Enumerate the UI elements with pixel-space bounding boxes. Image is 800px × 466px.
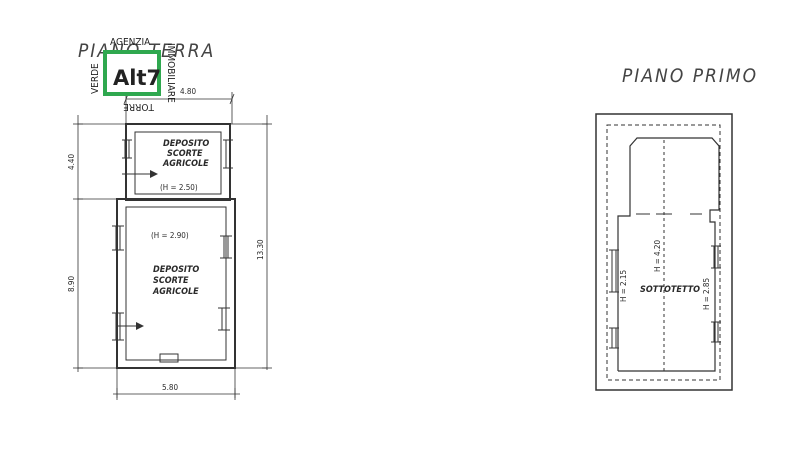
upper-room-label-1: DEPOSITO xyxy=(163,139,209,149)
lower-room-label-2: SCORTE xyxy=(153,276,189,286)
upper-room-height: (H = 2.50) xyxy=(160,183,198,192)
lower-room-outer-wall xyxy=(116,198,236,369)
dimension-top-width: 4.80 xyxy=(180,87,196,96)
lower-room-height: (H = 2.90) xyxy=(151,231,189,240)
first-floor-right-height: H = 2.85 xyxy=(702,278,711,310)
first-floor-openings xyxy=(609,245,721,349)
upper-room-inner-wall xyxy=(134,131,222,195)
dimension-lower-height: 8.90 xyxy=(67,276,76,292)
logo-mark: Alt7 xyxy=(113,66,161,90)
logo-right-text: IMMOBILIARE xyxy=(165,43,176,103)
lower-room-label-3: AGRICOLE xyxy=(152,287,199,297)
first-floor-plan xyxy=(595,113,733,391)
first-floor-outer-border xyxy=(595,113,733,391)
first-floor-dashed-border xyxy=(606,124,721,381)
ground-openings xyxy=(112,139,233,363)
ground-floor-plan xyxy=(73,92,272,400)
logo-bottom-text: TORRE xyxy=(123,101,155,112)
dimension-upper-height: 4.40 xyxy=(67,154,76,170)
first-floor-left-height: H = 2.15 xyxy=(619,270,628,302)
dimension-bottom-width: 5.80 xyxy=(162,383,178,392)
first-floor-room-label: SOTTOTETTO xyxy=(640,285,700,295)
first-floor-center-height: H = 4.20 xyxy=(653,240,662,272)
lower-room-inner-wall xyxy=(125,206,227,361)
ground-dimension-lines xyxy=(73,92,272,400)
first-floor-title: PIANO PRIMO xyxy=(622,65,758,87)
entrance-arrows xyxy=(118,170,158,330)
agency-logo: Alt7 AGENZIA VERDE IMMOBILIARE TORRE xyxy=(90,37,176,112)
logo-left-text: VERDE xyxy=(90,63,101,94)
logo-top-text: AGENZIA xyxy=(110,37,151,48)
first-floor-roof-outline xyxy=(617,137,720,372)
dimension-total-height: 13.30 xyxy=(256,239,265,260)
lower-room-label-1: DEPOSITO xyxy=(153,265,199,275)
upper-room-label-3: AGRICOLE xyxy=(162,159,209,169)
upper-room-label-2: SCORTE xyxy=(167,149,203,159)
